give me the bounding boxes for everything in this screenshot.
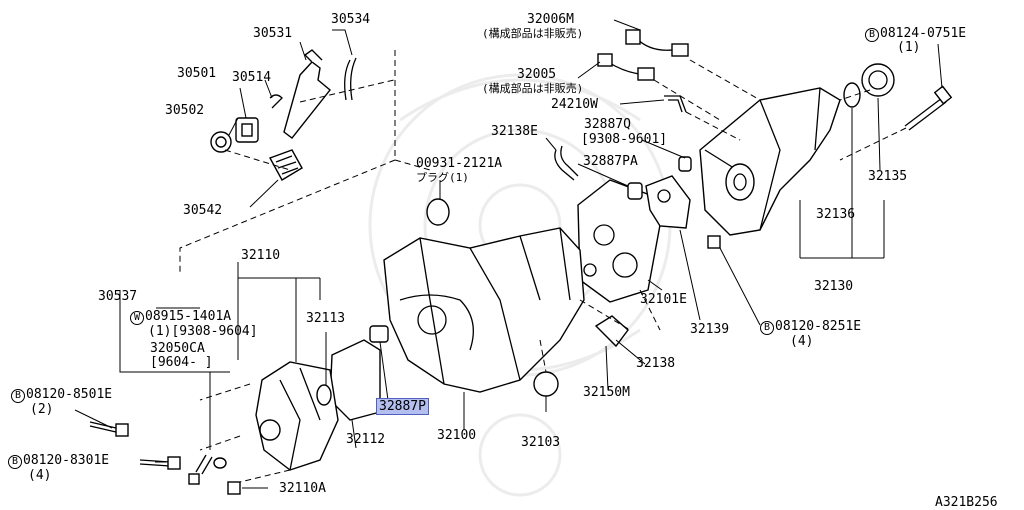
label-32887p-highlighted[interactable]: 32887P (376, 398, 429, 415)
bolt-32110a[interactable] (227, 481, 241, 495)
bushing-32135[interactable] (861, 63, 895, 97)
label-32110a[interactable]: 32110A (279, 481, 326, 496)
seal-32113[interactable] (316, 384, 332, 406)
plug-32150m[interactable] (533, 371, 559, 397)
label-30502[interactable]: 30502 (165, 103, 205, 118)
label-24210w[interactable]: 24210W (551, 97, 598, 112)
label-32101e[interactable]: 32101E (640, 292, 687, 307)
label-30537[interactable]: 30537 (98, 289, 138, 304)
transmission-case-32100[interactable] (383, 227, 585, 393)
label-30514[interactable]: 30514 (232, 70, 272, 85)
qty-08120-8301e: (4) (28, 468, 52, 483)
release-bearing-30501[interactable] (235, 117, 259, 143)
label-32050ca[interactable]: 32050CA (150, 341, 205, 356)
bearing-32887pa[interactable] (627, 182, 643, 200)
leader-lines (74, 19, 943, 489)
label-30501[interactable]: 30501 (177, 66, 217, 81)
label-32887q[interactable]: 32887Q (584, 117, 631, 132)
cover-32138[interactable] (594, 315, 629, 348)
dust-boot-30542[interactable] (268, 149, 303, 181)
washer-marker-w: W (130, 311, 144, 325)
front-cover-32110[interactable] (255, 361, 339, 471)
pin-32887q[interactable] (678, 156, 692, 172)
bolt-08120-8251e[interactable] (707, 235, 721, 249)
rear-extension-housing[interactable] (699, 87, 841, 236)
washer-08915[interactable] (213, 457, 227, 469)
note-32006m: (構成部品は非販売) (482, 27, 584, 40)
label-32006m[interactable]: 32006M (527, 12, 574, 27)
bolt-marker-b: B (760, 321, 774, 335)
label-32138[interactable]: 32138 (636, 356, 676, 371)
label-32005[interactable]: 32005 (517, 67, 557, 82)
gasket-32112[interactable] (329, 339, 381, 421)
label-32136[interactable]: 32136 (816, 207, 856, 222)
note-32005: (構成部品は非販売) (482, 82, 584, 95)
bolt-08120-8501e[interactable] (89, 421, 129, 437)
bolt-marker-b: B (865, 28, 879, 42)
label-32113[interactable]: 32113 (306, 311, 346, 326)
label-32130[interactable]: 32130 (814, 279, 854, 294)
sensor-32006m[interactable] (625, 29, 689, 57)
label-32138e[interactable]: 32138E (491, 124, 538, 139)
label-32112[interactable]: 32112 (346, 432, 386, 447)
retainer-spring-30534[interactable] (344, 57, 357, 101)
sleeve-30502[interactable] (210, 131, 232, 153)
label-30534[interactable]: 30534 (331, 12, 371, 27)
range-08915: (1)[9308-9604] (148, 324, 258, 339)
clip-30514[interactable] (269, 94, 283, 109)
qty-08120-8251e: (4) (790, 334, 814, 349)
label-30542[interactable]: 30542 (183, 203, 223, 218)
label-32103[interactable]: 32103 (521, 435, 561, 450)
label-32110[interactable]: 32110 (241, 248, 281, 263)
adapter-plate-32101e[interactable] (577, 179, 661, 303)
shift-fork-30531[interactable] (283, 49, 331, 139)
label-32887pa[interactable]: 32887PA (583, 154, 638, 169)
gasket-32139[interactable] (645, 175, 691, 229)
bolt-08124-0751e[interactable] (904, 85, 953, 131)
pipe-24210w[interactable] (664, 95, 687, 113)
qty-08120-8501e: (2) (30, 402, 54, 417)
range-32050ca: [9604- ] (150, 355, 213, 370)
qty-08124: (1) (897, 40, 921, 55)
range-32887q: [9308-9601] (581, 132, 668, 147)
bolt-32050ca[interactable] (188, 454, 213, 485)
bolt-08120-8301e[interactable] (139, 456, 181, 470)
label-32100[interactable]: 32100 (437, 428, 477, 443)
bearing-32887p[interactable] (369, 325, 389, 343)
sensor-32005[interactable] (597, 53, 655, 81)
bolt-marker-b: B (11, 389, 25, 403)
plug-00931-2121a[interactable] (426, 198, 450, 226)
seal-32136[interactable] (843, 82, 861, 108)
label-30531[interactable]: 30531 (253, 26, 293, 41)
hose-32138e[interactable] (554, 145, 579, 181)
note-00931: プラグ(1) (416, 171, 469, 184)
label-32150m[interactable]: 32150M (583, 385, 630, 400)
assembly-dashed-lines (179, 50, 907, 483)
label-00931-2121a[interactable]: 00931-2121A (416, 156, 503, 171)
label-32135[interactable]: 32135 (868, 169, 908, 184)
diagram-reference-code: A321B256 (935, 495, 998, 510)
bolt-marker-b: B (8, 455, 22, 469)
label-32139[interactable]: 32139 (690, 322, 730, 337)
